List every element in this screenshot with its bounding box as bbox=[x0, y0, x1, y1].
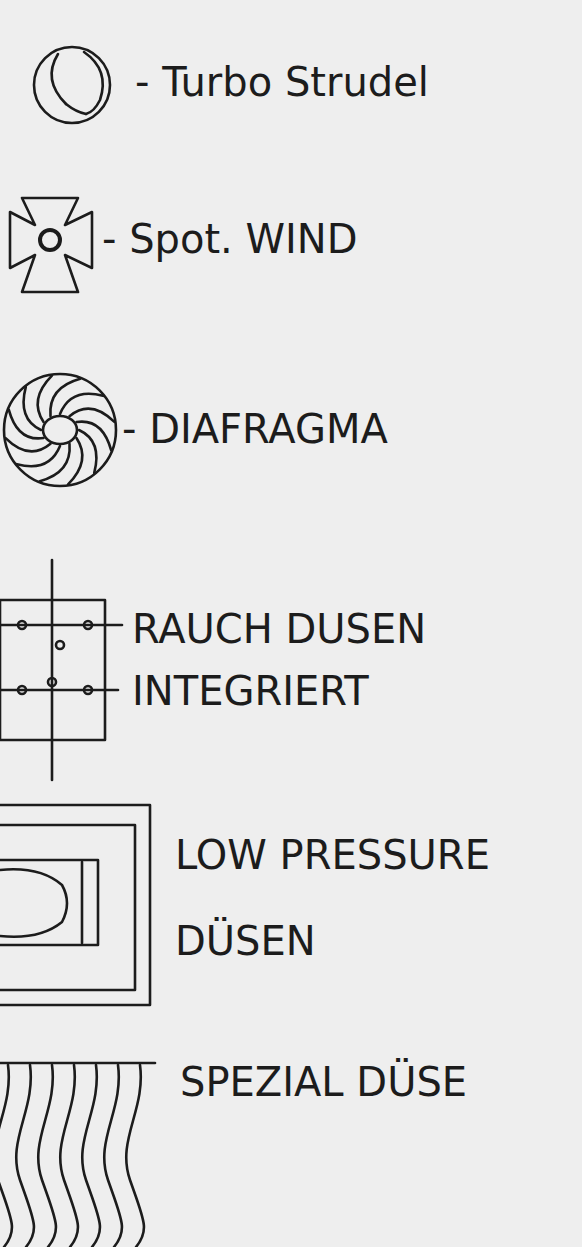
label-text: - Spot. WIND bbox=[102, 216, 358, 262]
spezial-wave bbox=[60, 1065, 78, 1247]
rauch-nozzle bbox=[48, 678, 56, 686]
turbo-swirl bbox=[52, 54, 66, 104]
spot-wind-outline bbox=[10, 198, 92, 292]
diafragma-blade bbox=[6, 438, 51, 451]
label-text: RAUCH DUSEN INTEGRIERT bbox=[132, 606, 426, 714]
rauch-nozzle bbox=[56, 641, 64, 649]
symbol-label: - Turbo Strudel bbox=[135, 58, 575, 106]
diafragma-blade bbox=[76, 422, 111, 451]
turbo-swirl bbox=[84, 52, 103, 114]
turbo-swirl bbox=[66, 104, 86, 114]
rauch-axis bbox=[51, 560, 54, 780]
symbol-label: RAUCH DUSEN INTEGRIERT bbox=[132, 598, 532, 722]
spezial-wave bbox=[104, 1065, 122, 1247]
label-text: - Turbo Strudel bbox=[135, 59, 429, 105]
label-text: SPEZIAL DÜSE bbox=[180, 1059, 467, 1105]
rauch-nozzle bbox=[84, 686, 92, 694]
spot-wind-center bbox=[40, 230, 60, 250]
spot-wind-symbol bbox=[10, 198, 92, 292]
rauch-nozzle bbox=[18, 621, 26, 629]
spezial-wave bbox=[16, 1065, 34, 1247]
symbol-label: - Spot. WIND bbox=[102, 215, 572, 263]
turbo-outline bbox=[34, 47, 110, 123]
symbol-label: - DIAFRAGMA bbox=[122, 405, 572, 453]
diafragma-symbol bbox=[4, 374, 116, 486]
spezial-wave bbox=[38, 1065, 56, 1247]
low-pressure-opening bbox=[0, 869, 67, 936]
diafragma-blade bbox=[70, 409, 115, 422]
rauch-nozzle bbox=[18, 686, 26, 694]
spezial-wave bbox=[82, 1065, 100, 1247]
symbol-label: LOW PRESSURE DÜSEN bbox=[175, 812, 570, 984]
spezial-wave bbox=[126, 1065, 144, 1247]
low-pressure-outer bbox=[0, 805, 150, 1005]
spezial-wave bbox=[0, 1065, 12, 1247]
low-pressure-inner bbox=[0, 860, 98, 945]
low-pressure-middle bbox=[0, 825, 135, 990]
spezial-top bbox=[0, 1062, 155, 1065]
low-pressure-inner bbox=[81, 862, 84, 943]
diafragma-outline bbox=[4, 374, 116, 486]
label-text: LOW PRESSURE DÜSEN bbox=[175, 832, 490, 964]
label-text: - DIAFRAGMA bbox=[122, 406, 388, 452]
rauch-symbol bbox=[0, 560, 122, 780]
turbo-symbol bbox=[34, 47, 110, 123]
rauch-nozzle bbox=[84, 621, 92, 629]
low-pressure-symbol bbox=[0, 805, 150, 1005]
spezial-symbol bbox=[0, 1063, 155, 1247]
diafragma-center bbox=[43, 416, 77, 444]
symbol-label: SPEZIAL DÜSE bbox=[180, 1058, 572, 1106]
